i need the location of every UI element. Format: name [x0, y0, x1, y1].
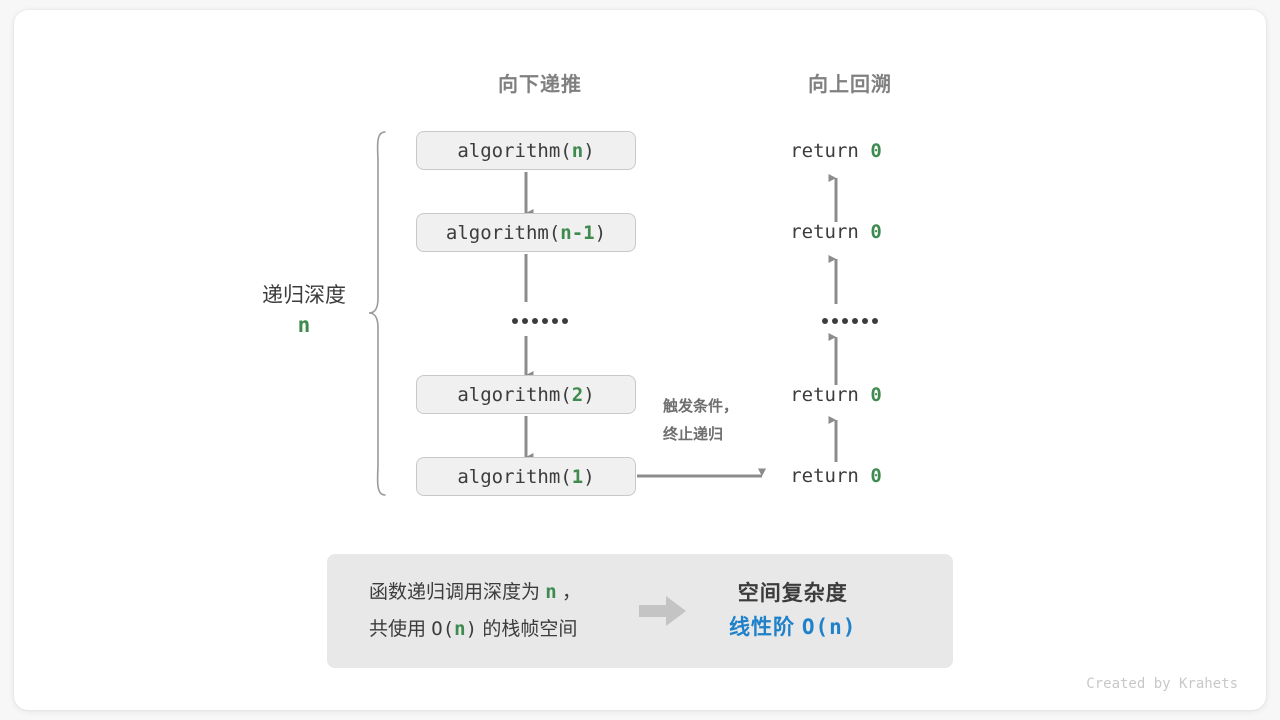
return-keyword: return: [790, 221, 871, 243]
return-value: 0: [870, 384, 882, 406]
summary-left-text: 函数递归调用深度为 n ， 共使用 O(n) 的栈帧空间: [369, 574, 581, 648]
return-ellipsis-icon: [822, 318, 878, 324]
call-box-prefix: algorithm(: [457, 383, 572, 406]
summary-result-title: 空间复杂度: [737, 582, 848, 606]
summary-line2-close: ): [465, 618, 478, 640]
column-header-downward: 向下递推: [498, 74, 582, 96]
base-case-note-line2: 终止递归: [663, 425, 724, 443]
summary-result: 空间复杂度 线性阶 O(n): [729, 577, 856, 644]
call-box-prefix: algorithm(: [457, 139, 572, 162]
summary-line2-suffix: 的栈帧空间: [477, 619, 578, 640]
return-label-top: return 0: [736, 140, 936, 162]
call-box-prefix: algorithm(: [457, 465, 572, 488]
call-stack-ellipsis-icon: [512, 318, 568, 324]
call-box-arg: 1: [571, 465, 584, 488]
summary-line-1: 函数递归调用深度为 n ，: [369, 574, 581, 611]
depth-brace: [368, 131, 386, 496]
call-box-prefix: algorithm(: [445, 221, 561, 244]
summary-result-value: 线性阶 O(n): [729, 611, 856, 645]
base-case-note-line1: 触发条件，: [663, 398, 739, 415]
summary-line2-n: n: [454, 618, 466, 640]
summary-line-2: 共使用 O(n) 的栈帧空间: [369, 611, 581, 648]
column-header-upward: 向上回溯: [808, 74, 892, 96]
recursion-depth-text: 递归深度: [262, 284, 346, 307]
call-box-suffix: ): [583, 139, 595, 162]
summary-line1-n: n: [545, 580, 557, 603]
summary-line1-suffix: ，: [556, 581, 582, 603]
call-box-arg: n: [571, 139, 584, 162]
summary-line1-prefix: 函数递归调用深度为: [369, 581, 546, 603]
return-keyword: return: [790, 465, 871, 487]
summary-arrow-wrap: [639, 594, 687, 628]
right-block-arrow-icon: [639, 596, 687, 626]
summary-line2-prefix: 共使用: [369, 619, 432, 640]
base-case-note: 触发条件， 终止递归: [663, 393, 738, 449]
call-box-suffix: ): [594, 221, 607, 244]
return-value: 0: [870, 140, 882, 162]
summary-result-value-zh: 线性阶: [729, 616, 802, 639]
recursion-depth-value: n: [297, 313, 311, 338]
call-box-1[interactable]: algorithm(1): [416, 457, 636, 496]
return-value: 0: [870, 221, 882, 243]
recursion-depth-label: 递归深度 n: [234, 282, 374, 342]
summary-result-value-mono: O(n): [801, 615, 857, 639]
return-keyword: return: [790, 140, 871, 162]
return-keyword: return: [790, 384, 871, 406]
call-box-n[interactable]: algorithm(n): [416, 131, 636, 170]
call-box-suffix: ): [583, 465, 595, 488]
return-label-third: return 0: [736, 384, 936, 406]
call-box-arg: n-1: [560, 221, 595, 244]
return-label-second: return 0: [736, 221, 936, 243]
connectors-layer: [368, 131, 838, 496]
return-label-bottom: return 0: [736, 465, 936, 487]
diagram-card: 向下递推 向上回溯: [14, 10, 1266, 710]
call-box-suffix: ): [583, 383, 595, 406]
summary-line2-open: O(: [431, 618, 455, 640]
call-box-arg: 2: [571, 383, 584, 406]
call-box-n-minus-1[interactable]: algorithm(n-1): [416, 213, 636, 252]
return-value: 0: [870, 465, 882, 487]
summary-panel: 函数递归调用深度为 n ， 共使用 O(n) 的栈帧空间 空间复杂度 线性阶 O…: [327, 554, 953, 668]
call-box-2[interactable]: algorithm(2): [416, 375, 636, 414]
credit-text: Created by Krahets: [1086, 676, 1238, 692]
